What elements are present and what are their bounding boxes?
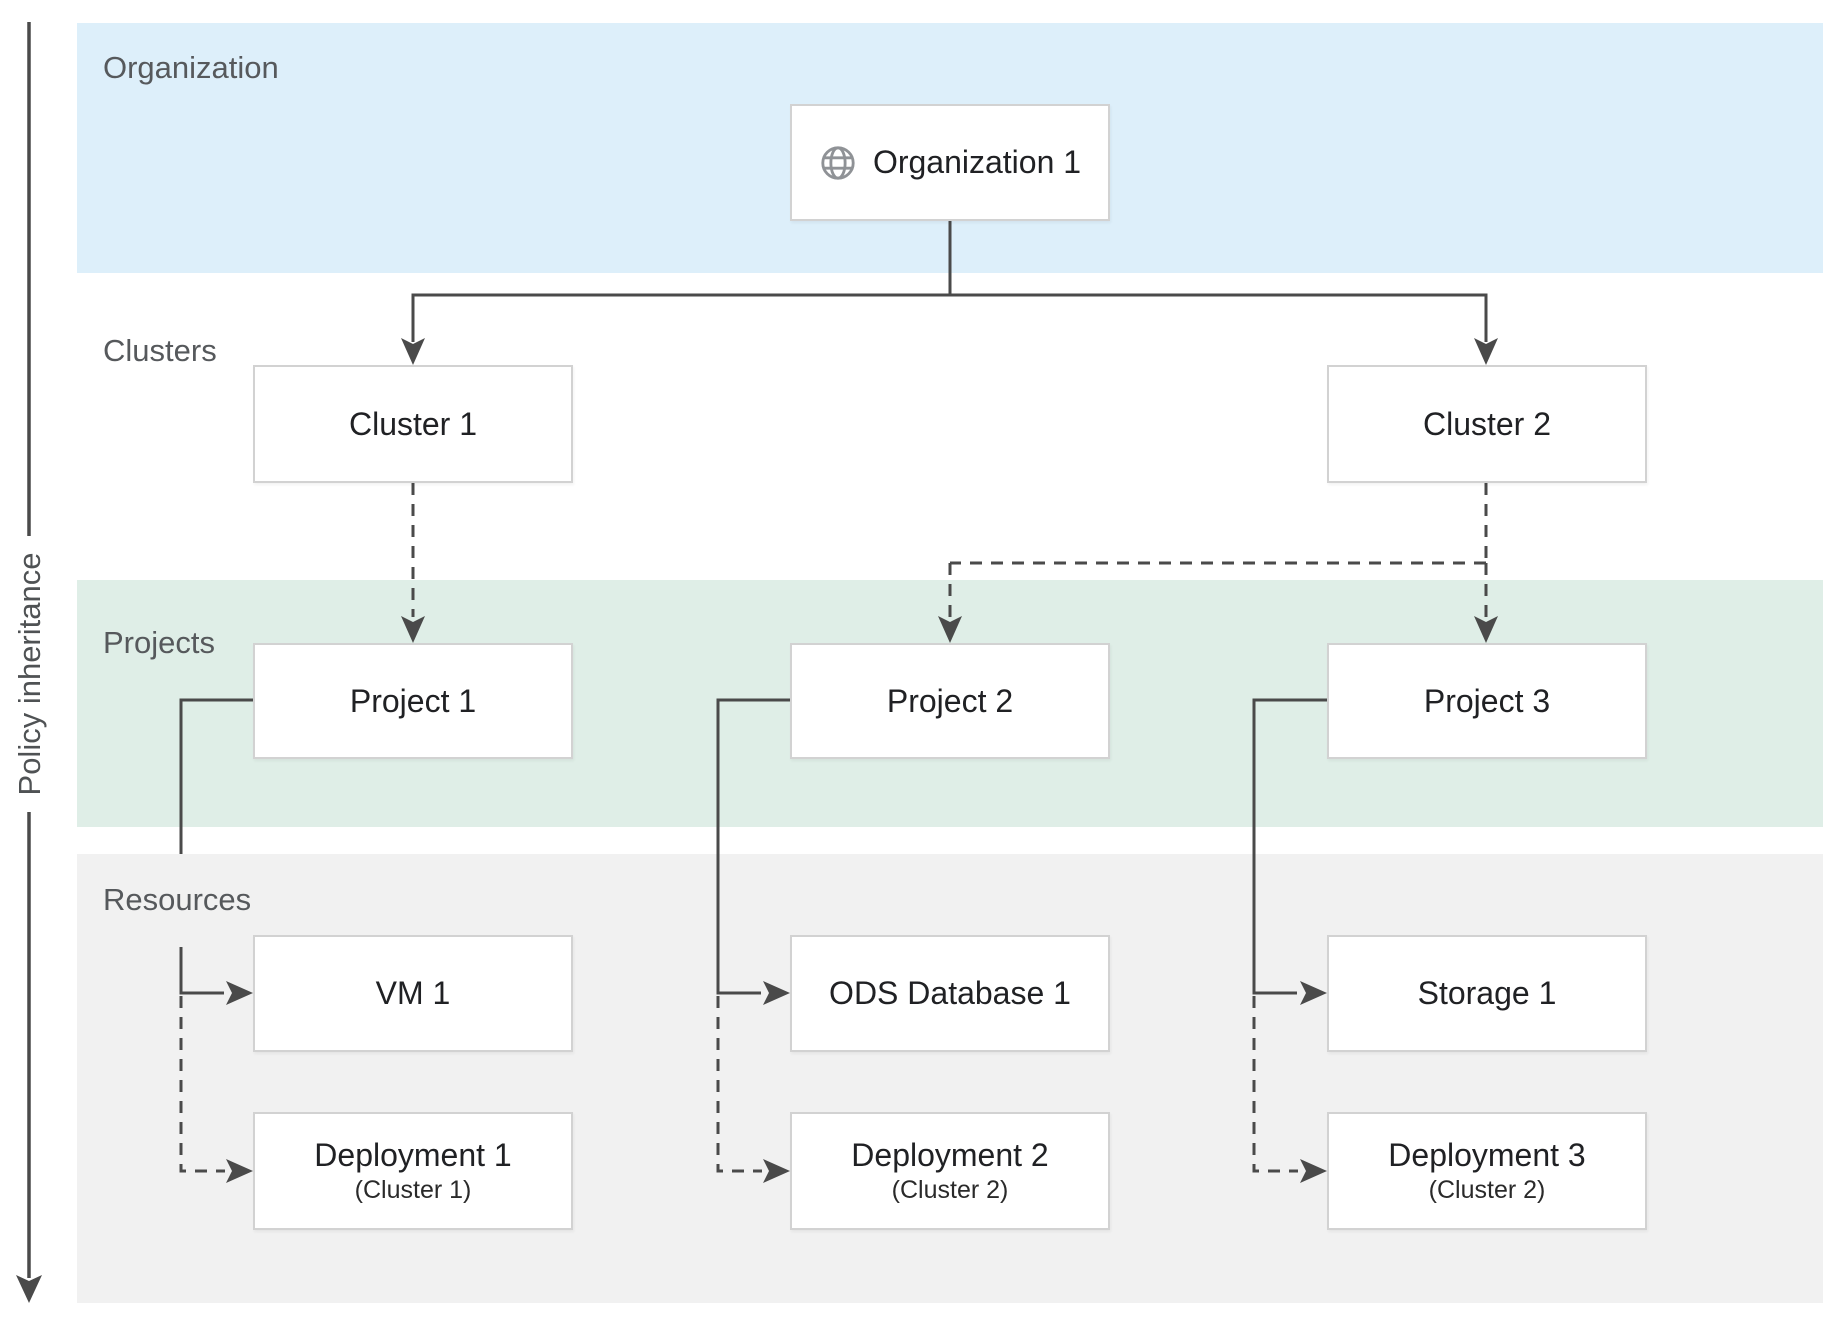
org-split-line — [411, 293, 1488, 342]
ods-database-1-label: ODS Database 1 — [829, 975, 1071, 1011]
project-1-node: Project 1 — [253, 643, 573, 759]
deployment-3-cluster-sublabel: (Cluster 2) — [1428, 1176, 1546, 1205]
storage-1-node: Storage 1 — [1327, 935, 1647, 1052]
deployment-3-node: Deployment 3 (Cluster 2) — [1327, 1112, 1647, 1230]
ods-database-1-node: ODS Database 1 — [790, 935, 1110, 1052]
organization-1-node: Organization 1 — [790, 104, 1110, 221]
arrowhead-policy-inheritance — [16, 1275, 42, 1303]
resources-band — [77, 854, 1823, 1303]
vm-1-node: VM 1 — [253, 935, 573, 1052]
project-2-label: Project 2 — [886, 682, 1014, 719]
cluster-2-node: Cluster 2 — [1327, 365, 1647, 483]
cluster-1-label: Cluster 1 — [348, 405, 478, 442]
project-3-label: Project 3 — [1423, 682, 1551, 719]
resources-band-label: Resources — [103, 882, 252, 917]
deployment-2-node: Deployment 2 (Cluster 2) — [790, 1112, 1110, 1230]
arrowhead-cluster2 — [1474, 338, 1498, 365]
policy-inheritance-label: Policy inheritance — [12, 552, 47, 796]
deployment-2-label: Deployment 2 — [851, 1137, 1049, 1174]
organization-band-label: Organization — [103, 50, 279, 85]
organization-1-label: Organization 1 — [872, 144, 1082, 180]
project-1-label: Project 1 — [349, 682, 477, 719]
deployment-1-label: Deployment 1 — [314, 1137, 512, 1174]
arrowhead-cluster1 — [401, 338, 425, 365]
projects-band-label: Projects — [103, 625, 215, 660]
globe-icon — [819, 144, 857, 182]
deployment-1-node: Deployment 1 (Cluster 1) — [253, 1112, 573, 1230]
project-3-node: Project 3 — [1327, 643, 1647, 759]
cluster-2-label: Cluster 2 — [1422, 405, 1552, 442]
clusters-band-label: Clusters — [103, 333, 217, 368]
vm-1-label: VM 1 — [375, 975, 451, 1011]
deployment-3-label: Deployment 3 — [1388, 1137, 1586, 1174]
project-2-node: Project 2 — [790, 643, 1110, 759]
cluster-1-node: Cluster 1 — [253, 365, 573, 483]
storage-1-label: Storage 1 — [1417, 975, 1557, 1011]
deployment-1-cluster-sublabel: (Cluster 1) — [354, 1176, 472, 1205]
deployment-2-cluster-sublabel: (Cluster 2) — [891, 1176, 1009, 1205]
